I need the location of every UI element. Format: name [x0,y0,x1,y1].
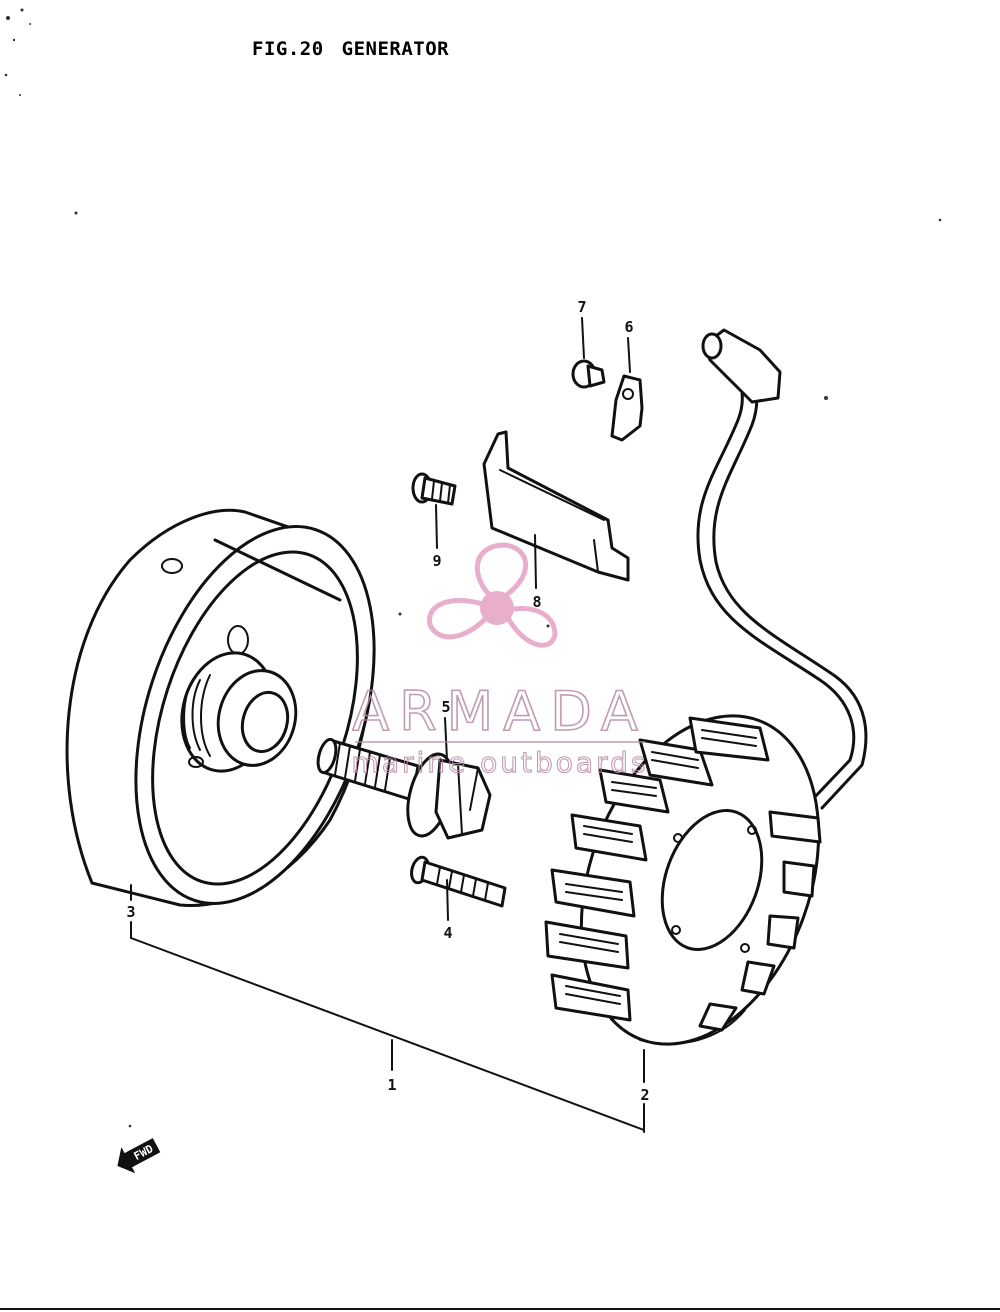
forward-marker: FWD [117,1138,161,1174]
leader-lines [130,317,645,1133]
callout-1: 1 [387,1076,396,1094]
stator-assembly [544,328,868,1046]
callout-9: 9 [432,552,441,570]
rotor-bolt [316,737,492,840]
stator-screw [410,855,507,908]
clamp-nut [571,359,606,389]
callout-labels: 1 2 3 4 5 6 7 8 9 [126,298,649,1104]
wire-clamp [610,374,644,442]
cover-bolt [411,472,457,506]
watermark-brand: ARMADA [352,680,648,743]
callout-6: 6 [624,318,633,336]
figure-number: FIG.20 [252,38,324,60]
lead-wire-cover [482,430,630,582]
callout-5: 5 [441,698,450,716]
propeller-hub [480,591,514,625]
callout-3: 3 [126,903,135,921]
callout-8: 8 [532,593,541,611]
figure-name: GENERATOR [341,38,450,60]
callout-4: 4 [443,924,452,942]
callout-2: 2 [640,1086,649,1104]
forward-arrow-icon [117,1138,161,1174]
brand-watermark: ARMADA marine outboards [351,542,649,780]
callout-7: 7 [577,298,586,316]
watermark-tagline: marine outboards [352,746,649,779]
scan-noise [4,8,942,1128]
figure-title: FIG.20 GENERATOR [252,38,467,60]
flywheel-rotor [65,508,376,908]
page-bottom-border [0,1308,1000,1310]
propeller-logo-icon [427,542,558,648]
